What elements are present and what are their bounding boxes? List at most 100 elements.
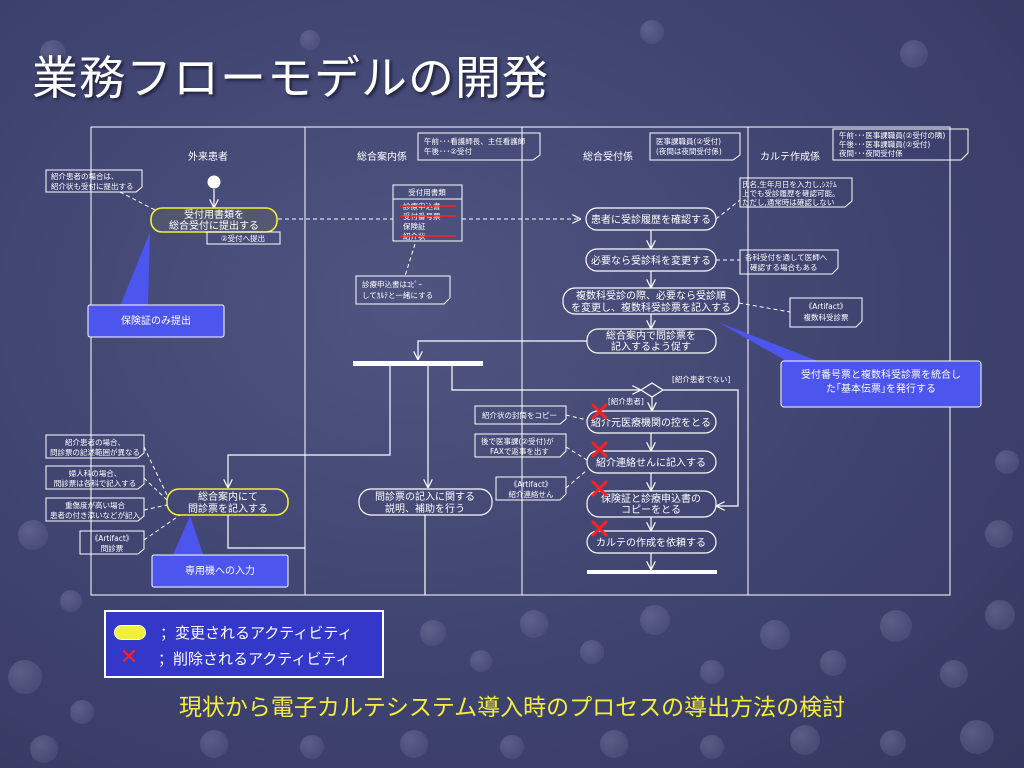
- note-copy-with-chart: 診療申込書はｺﾋﾟｰ してｶﾙﾃと一緒にする: [355, 275, 451, 305]
- callout-pointer: [120, 232, 150, 306]
- svg-text:してｶﾙﾃと一緒にする: してｶﾙﾃと一緒にする: [362, 290, 433, 300]
- note-referral: 紹介患者の場合は、 紹介状も受付に提出する: [45, 169, 143, 193]
- decision-node: [639, 382, 665, 398]
- svg-text:総合案内で問診票を: 総合案内で問診票を: [606, 329, 696, 342]
- svg-text:氏名,生年月日を入力し,ｼｽﾃﾑ: 氏名,生年月日を入力し,ｼｽﾃﾑ: [742, 179, 837, 189]
- activity-explain-assist: 問診票の記入に関する 説明、補助を行う: [358, 488, 493, 516]
- svg-text:総合受付に提出する: 総合受付に提出する: [169, 219, 259, 232]
- svg-text:後で医事課(②受付)が: 後で医事課(②受付)が: [481, 436, 554, 446]
- svg-text:午前･･･医事課職員(②受付の隣): 午前･･･医事課職員(②受付の隣): [839, 130, 945, 140]
- note-link: [715, 199, 741, 220]
- note-department: 各科受付を通して医師へ 確認する場合もある: [739, 249, 839, 275]
- svg-text:受付番号票と複数科受診票を統合し: 受付番号票と複数科受診票を統合し: [801, 368, 961, 381]
- lane-header-outpatient: 外来患者: [188, 151, 228, 163]
- svg-text:紹介連絡せんに記入する: 紹介連絡せんに記入する: [596, 456, 706, 469]
- delete-mark: [591, 441, 608, 458]
- activity-copy-referral-source: 紹介元医療機関の控をとる: [586, 410, 717, 434]
- svg-text:問診票: 問診票: [101, 543, 124, 553]
- svg-text:紹介状も受付に提出する: 紹介状も受付に提出する: [51, 181, 134, 191]
- activity-multi-department: 複数科受診の際、必要なら受診順 を変更し、複数科受診票を記入する: [562, 287, 740, 315]
- staff-note-info: 午前･･･看護師長、主任看護師 午後･･･②受付: [417, 132, 541, 161]
- changed-activity-swatch: [114, 624, 146, 640]
- svg-text:受付用書類: 受付用書類: [408, 187, 446, 197]
- lane-header-chart: カルテ作成係: [760, 151, 820, 163]
- svg-text:紹介患者の場合は、: 紹介患者の場合は、: [51, 171, 119, 181]
- svg-text:重傷度が高い場合: 重傷度が高い場合: [65, 500, 125, 510]
- svg-text:午前･･･看護師長、主任看護師: 午前･･･看護師長、主任看護師: [424, 136, 526, 146]
- note-link: [143, 514, 181, 541]
- note-severity: 重傷度が高い場合 患者の付き添いなどが記入: [45, 497, 145, 522]
- svg-text:受付用書類を: 受付用書類を: [184, 208, 244, 221]
- note-link: [143, 446, 168, 496]
- callout-pointer: [718, 322, 820, 362]
- note-link: [143, 504, 168, 511]
- note-link: [738, 302, 791, 313]
- svg-text:紹介連絡せん: 紹介連絡せん: [509, 489, 554, 499]
- flow-arrow: [228, 366, 391, 487]
- activity-fill-interview-form: 総合案内にて 問診票を記入する: [166, 488, 289, 516]
- svg-text:専用機への入力: 専用機への入力: [185, 564, 255, 577]
- flow-arrow: [227, 515, 305, 549]
- note-link: [565, 446, 588, 461]
- svg-text:診療申込書はｺﾋﾟｰ: 診療申込書はｺﾋﾟｰ: [362, 279, 422, 289]
- activity-check-history: 患者に受診履歴を確認する: [585, 207, 717, 231]
- delete-mark: [591, 403, 608, 420]
- note-history: 氏名,生年月日を入力し,ｼｽﾃﾑ 上でも受診履歴を確認可能。 ただし,通常時は確…: [739, 177, 853, 208]
- svg-text:紹介患者の場合、: 紹介患者の場合、: [65, 437, 125, 447]
- svg-text:問診票は各科で記入する: 問診票は各科で記入する: [54, 478, 137, 488]
- svg-text:を変更し、複数科受診票を記入する: を変更し、複数科受診票を記入する: [571, 301, 731, 314]
- artifact-interview-form: 《Artifact》 問診票: [79, 530, 145, 555]
- svg-text:必要なら受診科を変更する: 必要なら受診科を変更する: [591, 254, 711, 267]
- note-link: [119, 191, 156, 211]
- svg-text:《Artifact》: 《Artifact》: [510, 480, 553, 489]
- note-link: [143, 477, 168, 501]
- svg-text:(夜間は夜間受付係): (夜間は夜間受付係): [656, 146, 722, 156]
- guard-referral: [紹介患者]: [608, 396, 644, 406]
- lane-header-info: 総合案内係: [357, 150, 407, 163]
- svg-text:総合案内にて: 総合案内にて: [198, 490, 258, 503]
- svg-text:上でも受診履歴を確認可能。: 上でも受診履歴を確認可能。: [742, 188, 840, 198]
- artifact-referral-note: 《Artifact》 紹介連絡せん: [495, 476, 567, 501]
- object-reception-documents: 受付用書類 診療申込書 受付番号票 保険証 紹介状: [392, 184, 463, 242]
- svg-text:記入するよう促す: 記入するよう促す: [611, 340, 691, 353]
- svg-text:午後･･･②受付: 午後･･･②受付: [424, 146, 472, 156]
- note-link: [565, 414, 588, 421]
- svg-text:確認する場合もある: 確認する場合もある: [750, 262, 818, 272]
- fork-bar: [353, 361, 483, 366]
- svg-text:た｢基本伝票｣を発行する: た｢基本伝票｣を発行する: [826, 382, 936, 395]
- note-link: [404, 243, 416, 277]
- join-bar: [587, 570, 717, 574]
- svg-text:午後･･･医事課職員(②受付): 午後･･･医事課職員(②受付): [839, 139, 930, 149]
- guard-not-referral: [紹介患者でない]: [672, 374, 730, 384]
- activity-prompt-interview-form: 総合案内で問診票を 記入するよう促す: [586, 328, 717, 354]
- svg-text:コピーをとる: コピーをとる: [621, 504, 681, 516]
- legend: ；変更されるアクティビティ ✕ ；削除されるアクティビティ: [104, 610, 384, 678]
- callout-special-machine: 専用機への入力: [151, 554, 289, 588]
- svg-text:カルテの作成を依頼する: カルテの作成を依頼する: [596, 536, 706, 549]
- slide-title: 業務フローモデルの開発: [32, 51, 549, 105]
- initial-node: [207, 175, 221, 189]
- delete-mark: [591, 480, 608, 497]
- note-link: [565, 469, 588, 489]
- note-referral-scope: 紹介患者の場合、 問診票の記述範囲が異なる: [45, 434, 145, 459]
- note-fax-reply: 後で医事課(②受付)が FAXで返事を出す: [474, 433, 567, 458]
- svg-text:各科受付を通して医師へ: 各科受付を通して医師へ: [745, 252, 828, 262]
- svg-text:複数科受診票: 複数科受診票: [804, 312, 849, 322]
- flow-arrow: [663, 389, 739, 506]
- slide-subtitle: 現状から電子カルテシステム導入時のプロセスの導出方法の検討: [178, 695, 846, 721]
- flow-arrow: [451, 366, 640, 390]
- delete-mark: [591, 520, 608, 537]
- artifact-multi-dept-slip: 《Artifact》 複数科受診票: [789, 297, 863, 328]
- svg-text:保険証のみ提出: 保険証のみ提出: [121, 314, 191, 327]
- flow-arrow: [418, 340, 587, 359]
- callout-insurance-only: 保険証のみ提出: [87, 304, 225, 338]
- activity-submit-documents: 受付用書類を 総合受付に提出する: [150, 207, 278, 233]
- activity-change-department: 必要なら受診科を変更する: [585, 248, 717, 272]
- svg-text:紹介元医療機関の控をとる: 紹介元医療機関の控をとる: [591, 416, 711, 429]
- svg-text:《Artifact》: 《Artifact》: [805, 302, 848, 311]
- note-gynecology: 婦人科の場合、 問診票は各科で記入する: [45, 465, 145, 490]
- legend-deleted: ✕ ；削除されるアクティビティ: [114, 646, 351, 670]
- svg-text:婦人科の場合、: 婦人科の場合、: [69, 468, 122, 478]
- callout-basic-slip: 受付番号票と複数科受診票を統合し た｢基本伝票｣を発行する: [780, 360, 982, 408]
